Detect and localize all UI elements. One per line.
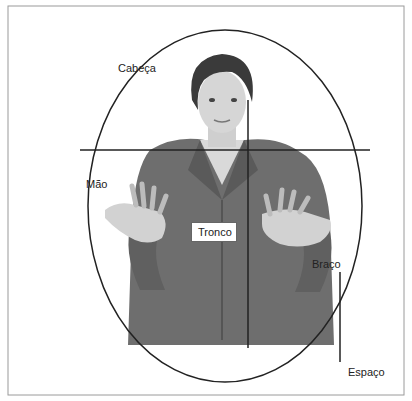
part-label: Cabeça (118, 62, 156, 74)
label-box: Tronco (191, 222, 237, 242)
part-label: Braço (312, 258, 341, 270)
frame (8, 6, 404, 395)
vertical-line (247, 100, 249, 348)
part-label: Espaço (348, 366, 385, 378)
node-text: Tronco (198, 226, 230, 239)
woman-figure (105, 54, 334, 345)
horizontal-line (80, 149, 370, 151)
space-ellipse (88, 30, 362, 382)
part-label: Mão (86, 178, 107, 190)
space-line (339, 272, 341, 362)
